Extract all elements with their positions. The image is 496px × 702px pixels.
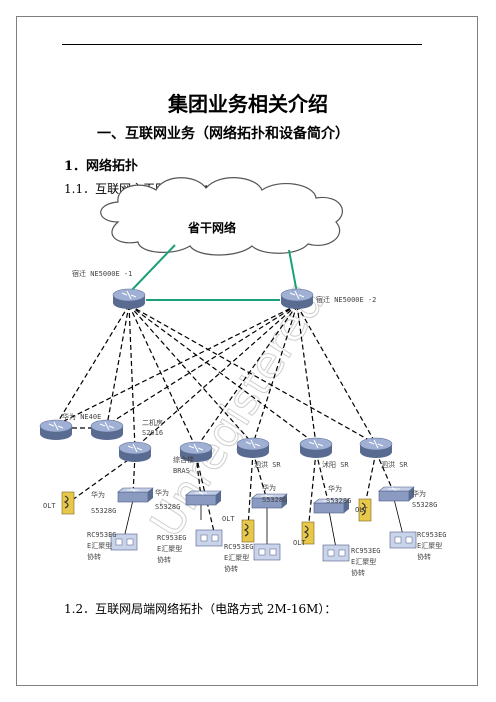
core-left-label: 宿迁 NE5000E -1 — [72, 269, 132, 278]
agg-router-r5 — [359, 437, 393, 459]
subsection-heading: 1．网络拓扑 — [64, 159, 139, 174]
agg-router-ne40e-a — [39, 419, 73, 441]
core-router-right — [280, 288, 314, 310]
svg-text:E汇聚型: E汇聚型 — [417, 541, 442, 550]
switch-1 — [117, 487, 154, 503]
svg-text:RC953EG: RC953EG — [417, 531, 447, 539]
svg-text:协转: 协转 — [157, 555, 171, 564]
switch-1-label1: 华为 — [91, 490, 105, 499]
olt-2 — [241, 519, 255, 543]
svg-text:协转: 协转 — [224, 564, 238, 573]
switch-4-label2: S5328G — [326, 497, 351, 505]
node-r5-label1: 泗洪 SR — [381, 460, 408, 469]
olt-3-label: OLT — [293, 539, 306, 547]
switch-2-label1: 华为 — [155, 488, 169, 497]
node-r3-label1: 泗洪 SR — [254, 460, 281, 469]
switch-3-label2: S5328G — [262, 496, 287, 504]
cloud-label: 省干网络 — [187, 220, 236, 235]
page-frame — [16, 16, 478, 686]
core-right-label: 宿迁 NE5000E -2 — [316, 295, 376, 304]
converter-3-label: RC953EG E汇聚型 协转 — [224, 543, 254, 573]
local-topology-heading: 1.2．互联网局端网络拓扑（电路方式 2M-16M）： — [64, 602, 337, 616]
section-heading: 一、互联网业务（网络拓扑和设备简介） — [97, 126, 349, 142]
core-link-left — [128, 244, 176, 294]
switch-4-label1: 华为 — [328, 484, 342, 493]
svg-text:E汇聚型: E汇聚型 — [157, 544, 182, 553]
agg-router-r3 — [236, 437, 270, 459]
switch-2-label2: S5328G — [155, 503, 180, 511]
svg-text:协转: 协转 — [87, 552, 101, 561]
svg-text:RC953EG: RC953EG — [351, 547, 381, 555]
node-r4-label1: 沭阳 SR — [322, 460, 349, 469]
svg-text:RC953EG: RC953EG — [224, 543, 254, 551]
svg-text:RC953EG: RC953EG — [157, 534, 187, 542]
switch-5-label1: 华为 — [412, 489, 426, 498]
svg-text:协转: 协转 — [351, 568, 365, 577]
olt-1-label: OLT — [43, 502, 56, 510]
olt-4-label: OLT — [355, 506, 368, 514]
switch-3-label1: 华为 — [262, 483, 276, 492]
node-r1-label2: S2016 — [142, 429, 163, 437]
olt-2-label: OLT — [222, 515, 235, 523]
switch-2 — [185, 490, 222, 506]
switch-5 — [378, 486, 415, 502]
switch-1-label2: S5328G — [91, 507, 116, 515]
agg-left-label: 华为 NE40E — [62, 412, 101, 421]
node-r2-label2: BRAS — [173, 467, 190, 475]
core-link-right — [288, 249, 298, 294]
svg-text:E汇聚型: E汇聚型 — [224, 553, 249, 562]
converter-3 — [253, 543, 281, 561]
svg-text:E汇聚型: E汇聚型 — [87, 541, 112, 550]
converter-1-label: RC953EG E汇聚型 协转 — [87, 531, 117, 561]
switch-5-label2: S5328G — [412, 501, 437, 509]
converter-4-label: RC953EG E汇聚型 协转 — [351, 547, 381, 577]
agg-router-r1 — [118, 441, 152, 463]
provincial-network-cloud — [100, 177, 343, 256]
olt-1 — [61, 491, 75, 515]
converter-4 — [322, 544, 350, 562]
node-r1-label1: 二机房 — [142, 418, 163, 427]
node-r2-label1: 综合楼 — [173, 455, 194, 464]
agg-router-r4 — [299, 437, 333, 459]
converter-2-label: RC953EG E汇聚型 协转 — [157, 534, 187, 564]
svg-text:协转: 协转 — [417, 552, 431, 561]
svg-text:E汇聚型: E汇聚型 — [351, 557, 376, 566]
core-router-left — [112, 288, 146, 310]
agg-router-ne40e-b — [90, 419, 124, 441]
document-title: 集团业务相关介绍 — [168, 92, 328, 116]
converter-2 — [195, 529, 223, 547]
converter-5-label: RC953EG E汇聚型 协转 — [417, 531, 447, 561]
converter-5 — [389, 531, 417, 549]
access-links — [123, 498, 404, 549]
svg-text:RC953EG: RC953EG — [87, 531, 117, 539]
header-rule — [62, 44, 422, 45]
